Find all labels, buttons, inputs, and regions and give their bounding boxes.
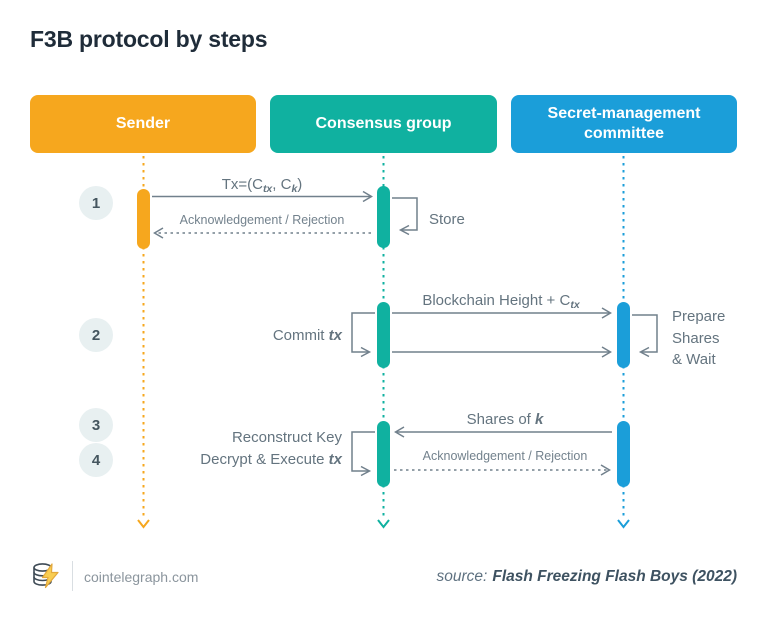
step-4-number: 4 — [91, 451, 101, 469]
arrow-ack2-head-icon — [600, 464, 611, 476]
activation-consensus-step3 — [377, 421, 390, 487]
lifeline-sender-arrowhead-icon — [137, 519, 150, 529]
cointelegraph-logo-icon — [33, 563, 59, 589]
step-circle-2: 2 — [79, 318, 113, 352]
lane-header-sender-label: Sender — [115, 115, 171, 132]
label-reconstruct: Reconstruct Key Decrypt & Execute tx — [200, 429, 342, 468]
lane-header-sender: Sender — [30, 95, 256, 153]
activation-committee-step3 — [617, 421, 630, 487]
reconstruct-self-loop — [351, 431, 375, 472]
store-self-loop — [392, 197, 418, 231]
footer-divider — [72, 561, 73, 591]
activation-committee-step2 — [617, 302, 630, 368]
arrow-step2-second-head-icon — [601, 346, 612, 358]
label-tx-submit: Tx=(Ctx, Ck) — [221, 176, 303, 195]
arrow-blockchain-height-head-icon — [601, 307, 612, 319]
source-value: Flash Freezing Flash Boys (2022) — [492, 568, 737, 585]
lane-header-consensus: Consensus group — [270, 95, 497, 153]
prepare-self-loop — [632, 314, 658, 353]
step-circle-3: 3 — [79, 408, 113, 442]
lifeline-committee-arrowhead-icon — [617, 519, 630, 529]
step-2-number: 2 — [91, 326, 101, 344]
source-label: source: — [436, 568, 488, 585]
step-circle-4: 4 — [79, 443, 113, 477]
commit-self-loop-head-icon — [360, 346, 372, 358]
label-prepare: Prepare Shares & Wait — [672, 308, 726, 368]
store-self-loop-head-icon — [398, 224, 410, 236]
activation-consensus-step2 — [377, 302, 390, 368]
arrow-shares-head-icon — [394, 426, 405, 438]
lane-header-consensus-label: Consensus group — [315, 115, 452, 132]
arrow-tx-submit-head-icon — [362, 190, 373, 203]
prepare-self-loop-head-icon — [638, 346, 650, 358]
lane-header-committee-label: Secret-management committee — [547, 105, 701, 142]
label-shares: Shares of k — [466, 411, 544, 428]
activation-sender-step1 — [137, 189, 150, 249]
activation-consensus-step1 — [377, 186, 390, 248]
label-blockchain-height: Blockchain Height + Ctx — [422, 292, 580, 311]
step-1-number: 1 — [91, 194, 101, 212]
page-title: F3B protocol by steps — [30, 26, 268, 52]
reconstruct-self-loop-head-icon — [360, 465, 372, 477]
lifeline-consensus-arrowhead-icon — [377, 519, 390, 529]
label-ack2: Acknowledgement / Rejection — [422, 449, 588, 463]
arrow-ack1-head-icon — [153, 227, 164, 239]
label-store: Store — [429, 211, 465, 228]
step-circle-1: 1 — [79, 186, 113, 220]
footer-site-url: cointelegraph.com — [84, 569, 199, 585]
commit-self-loop — [351, 312, 375, 353]
footer-source: source:Flash Freezing Flash Boys (2022) — [437, 568, 737, 586]
lane-header-committee: Secret-management committee — [511, 95, 737, 153]
label-commit: Commit tx — [272, 327, 342, 344]
step-3-number: 3 — [91, 416, 101, 434]
label-ack1: Acknowledgement / Rejection — [179, 213, 345, 227]
